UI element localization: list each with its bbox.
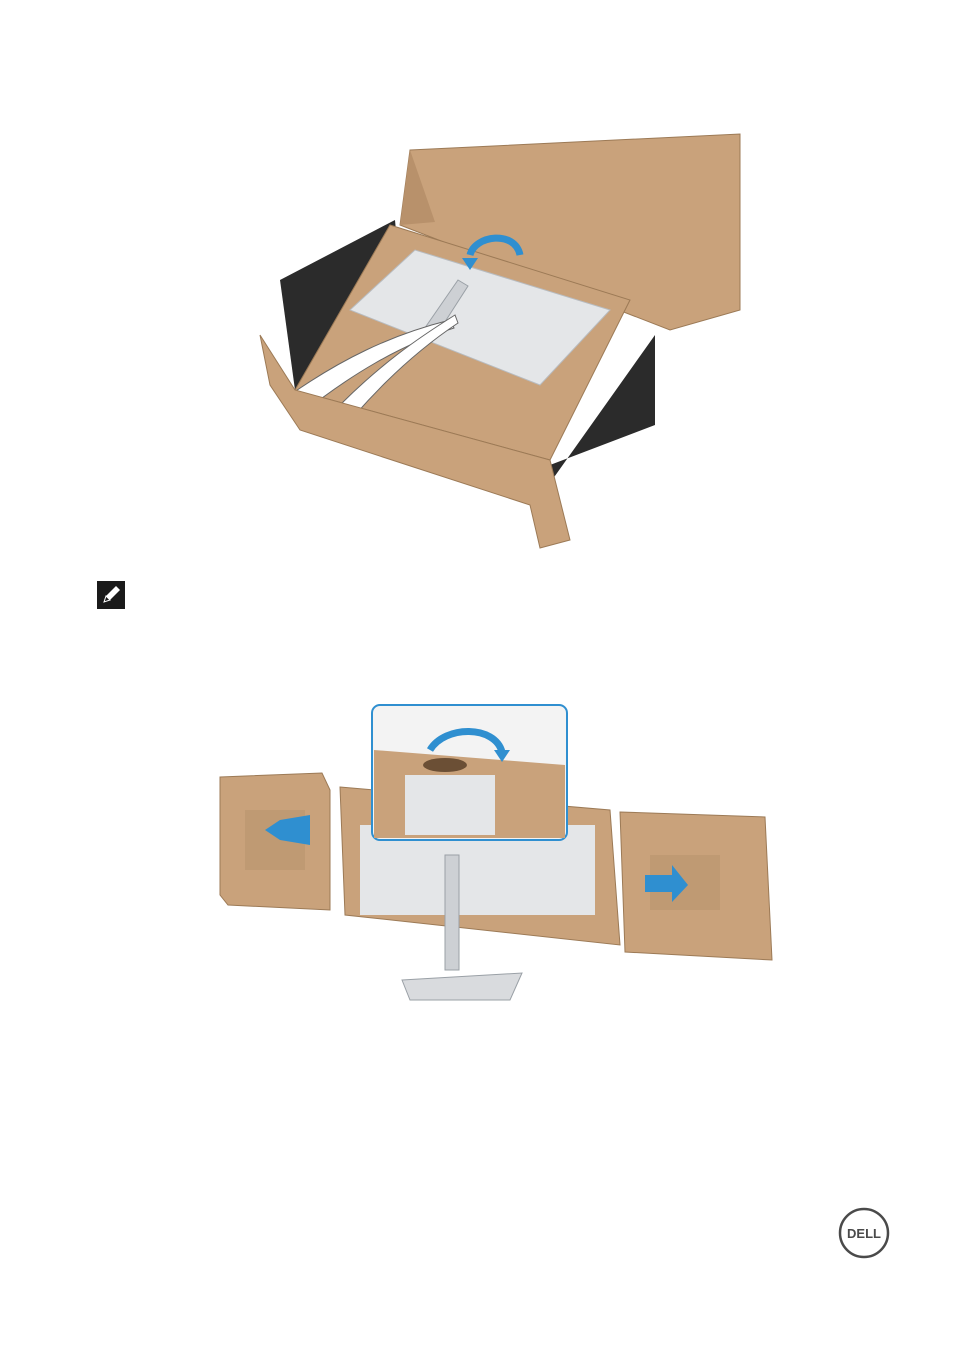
dell-logo-text: DELL xyxy=(847,1226,881,1241)
unbox-illustration xyxy=(240,130,760,555)
remove-cushions-illustration xyxy=(210,680,775,1025)
dell-logo: DELL xyxy=(838,1207,890,1259)
note-pencil-icon xyxy=(96,580,126,610)
